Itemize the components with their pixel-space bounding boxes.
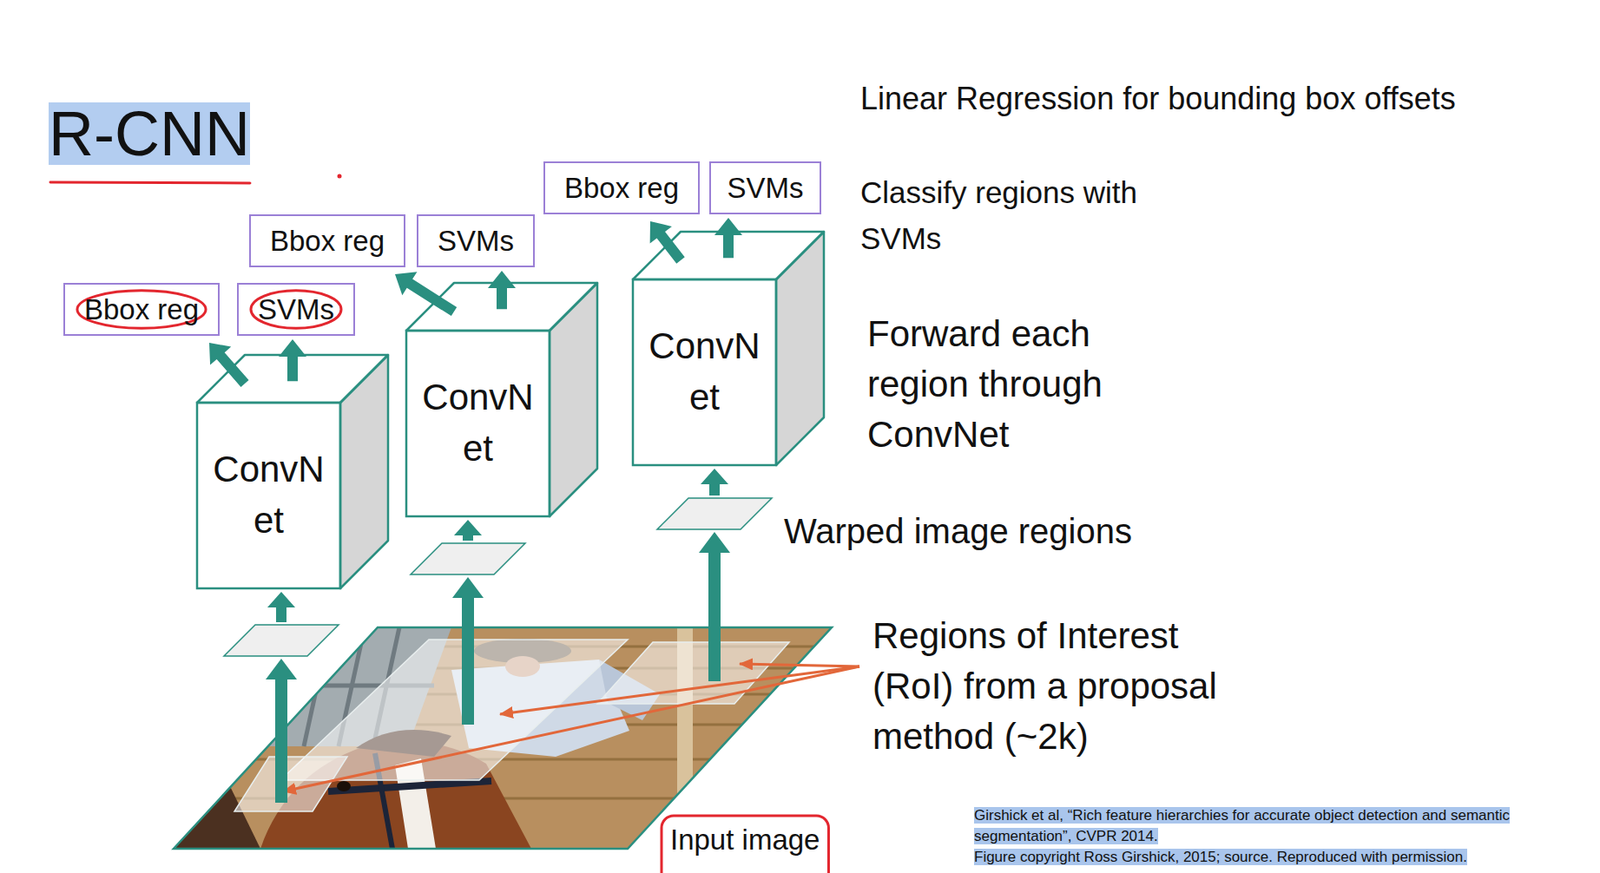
annotation-circle	[77, 290, 206, 330]
bridle-strap	[328, 781, 492, 792]
annotation-box	[661, 816, 829, 873]
cube-side	[549, 283, 598, 517]
step-note: Linear Regression for bounding box offse…	[860, 80, 1456, 117]
cube-front	[406, 330, 550, 517]
crop-arrow	[265, 658, 297, 804]
title-block: R-CNN	[48, 102, 251, 165]
cube-top	[406, 283, 598, 331]
label-block: Linear Regression for bounding box offse…	[860, 79, 1456, 118]
flow-arrow	[209, 342, 250, 388]
slide-title: R-CNN	[48, 102, 251, 165]
leader-line	[500, 666, 860, 715]
flow-arrow	[487, 270, 516, 310]
label-block: Forward each region through ConvNet	[867, 309, 1128, 461]
convnet-cube: ConvN et	[197, 355, 389, 589]
cube-top	[632, 231, 824, 280]
box-label: SVMs	[437, 223, 514, 259]
cube-front	[632, 279, 777, 466]
annotation-circle	[250, 290, 342, 330]
step-note: Forward each region through ConvNet	[867, 313, 1103, 455]
output-box: Bbox reg	[249, 214, 406, 268]
box-label: Bbox reg	[84, 292, 199, 328]
warped-region	[410, 543, 526, 575]
crop-arrow	[452, 577, 484, 725]
annotation-layer	[50, 182, 829, 873]
cube-side	[340, 355, 389, 589]
feed-arrow	[267, 592, 296, 623]
warped-region	[657, 498, 772, 530]
annotation-underline	[50, 182, 251, 184]
leader-line	[283, 666, 860, 792]
flow-arrow	[278, 339, 307, 382]
cube-face: ConvN et	[406, 330, 550, 517]
image-label: Input image	[670, 823, 820, 856]
input-photo	[173, 627, 834, 854]
box-label: Bbox reg	[564, 171, 679, 206]
box-label: Bbox reg	[269, 223, 385, 259]
wood-wall	[173, 627, 834, 854]
label-block: Regions of Interest (RoI) from a proposa…	[872, 611, 1246, 763]
label-block: Figure copyright Ross Girshick, 2015; so…	[974, 847, 1593, 869]
cube-face: ConvN et	[632, 279, 777, 466]
label-block: Warped image regions	[783, 510, 1133, 553]
step-note: Warped image regions	[783, 512, 1133, 551]
step-note: Regions of Interest (RoI) from a proposa…	[872, 615, 1218, 758]
cube-top	[197, 355, 389, 403]
flow-arrow	[714, 217, 743, 258]
box-label: SVMs	[257, 292, 335, 328]
annotation-dot	[337, 174, 343, 179]
warped-region	[223, 625, 339, 657]
crop-arrow	[698, 532, 731, 682]
cube-label: ConvN et	[207, 444, 330, 547]
feed-arrow	[454, 520, 482, 541]
cube-side	[776, 231, 824, 466]
label-block: Classify regions with SVMs	[860, 170, 1173, 262]
output-box: Bbox reg	[63, 283, 220, 336]
label-block: Input image	[670, 823, 820, 858]
citation: Girshick et al, “Rich feature hierarchie…	[974, 807, 1510, 845]
flow-layer	[223, 468, 772, 804]
citation: Figure copyright Ross Girshick, 2015; so…	[974, 849, 1468, 866]
box-label: SVMs	[726, 171, 804, 206]
region-proposal	[234, 757, 348, 812]
cube-label: ConvN et	[416, 372, 540, 475]
output-box: SVMs	[709, 161, 822, 215]
output-box: Bbox reg	[543, 161, 700, 215]
label-block: Girshick et al, “Rich feature hierarchie…	[974, 805, 1593, 848]
convnet-cube: ConvN et	[632, 231, 824, 466]
leader-line	[739, 664, 860, 667]
cube-front	[197, 402, 341, 589]
horse-eye	[336, 781, 351, 792]
cube-face: ConvN et	[197, 402, 341, 589]
output-box: SVMs	[416, 214, 535, 268]
flow-arrow	[395, 271, 457, 317]
convnet-cube: ConvN et	[406, 283, 598, 517]
leader-lines	[283, 664, 860, 792]
output-box: SVMs	[237, 283, 356, 336]
region-proposal	[597, 642, 790, 705]
step-note: Classify regions with SVMs	[860, 175, 1138, 256]
feed-arrow	[700, 468, 729, 496]
cube-label: ConvN et	[643, 321, 766, 424]
